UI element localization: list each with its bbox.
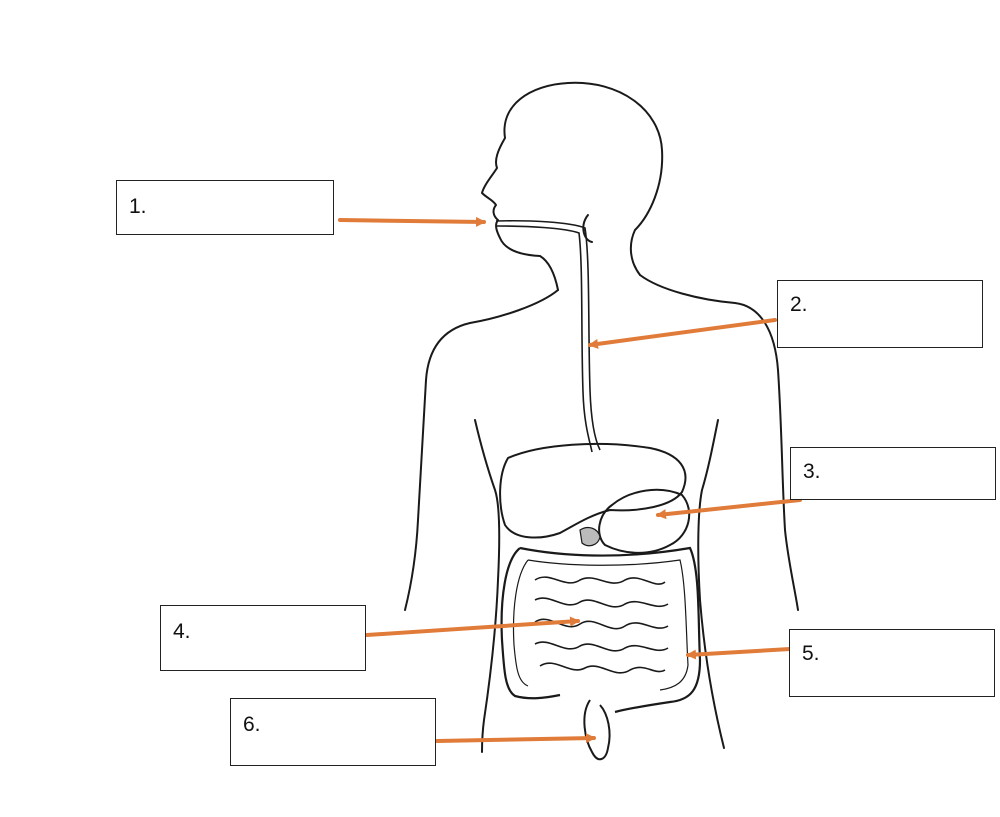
liver xyxy=(499,442,687,539)
gallbladder xyxy=(579,527,601,547)
label-number-3: 3. xyxy=(803,460,821,483)
arrow-5 xyxy=(686,647,792,660)
label-number-2: 2. xyxy=(790,293,808,316)
label-number-6: 6. xyxy=(243,713,261,736)
body-outline xyxy=(404,81,799,753)
head-outline xyxy=(481,81,664,291)
arrows xyxy=(338,216,802,744)
esophagus xyxy=(495,219,601,453)
label-number-1: 1. xyxy=(129,195,147,218)
label-box-3[interactable]: 3. xyxy=(790,447,996,500)
arrow-1 xyxy=(338,216,486,227)
label-number-5: 5. xyxy=(802,642,820,665)
left-inner-arm xyxy=(474,419,501,753)
label-box-5[interactable]: 5. xyxy=(789,629,995,697)
small-intestine xyxy=(534,576,669,674)
arrow-4 xyxy=(365,616,580,637)
label-number-4: 4. xyxy=(173,620,191,643)
label-box-4[interactable]: 4. xyxy=(160,605,366,671)
right-shoulder-arm xyxy=(639,274,799,611)
large-intestine xyxy=(500,546,702,714)
label-box-1[interactable]: 1. xyxy=(116,180,334,235)
left-shoulder-arm xyxy=(404,289,559,611)
arrow-2 xyxy=(588,318,777,349)
arrow-6 xyxy=(435,733,596,744)
rectum xyxy=(583,699,611,761)
ear-outline xyxy=(582,214,593,243)
arrow-3 xyxy=(656,498,802,520)
label-box-2[interactable]: 2. xyxy=(777,280,983,348)
label-box-6[interactable]: 6. xyxy=(230,698,436,766)
right-inner-arm xyxy=(697,419,725,749)
large-intestine-inner xyxy=(512,559,689,691)
